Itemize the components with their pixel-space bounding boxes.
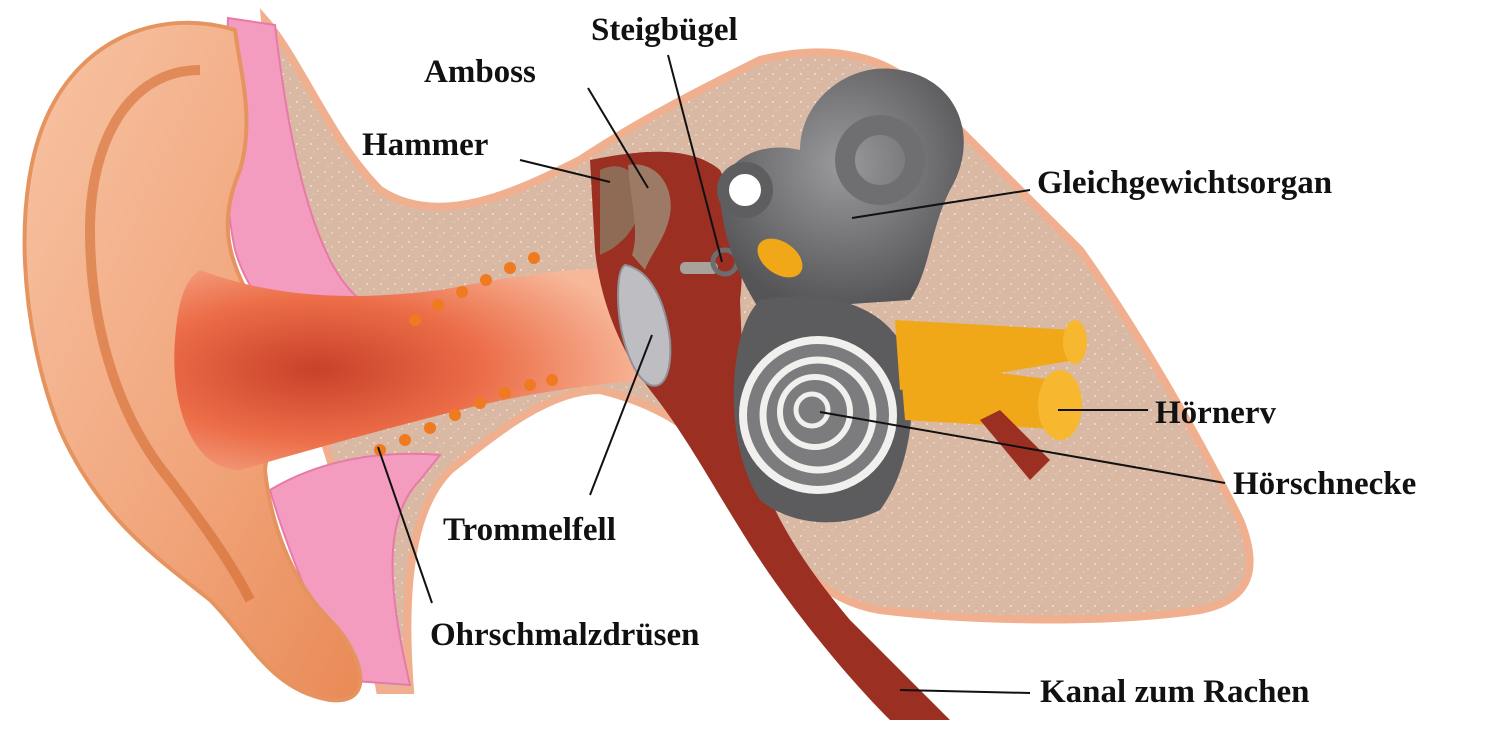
label-trommelfell: Trommelfell xyxy=(443,512,616,548)
cochlea xyxy=(734,297,912,523)
label-gleichgewichtsorgan: Gleichgewichtsorgan xyxy=(1037,165,1332,201)
label-hoernerv: Hörnerv xyxy=(1155,395,1276,431)
label-ohrschmalzdruesen: Ohrschmalzdrüsen xyxy=(430,617,700,653)
label-steigbuegel: Steigbügel xyxy=(591,12,738,48)
label-hoerschnecke: Hörschnecke xyxy=(1233,466,1416,502)
label-amboss: Amboss xyxy=(424,54,536,90)
label-hammer: Hammer xyxy=(362,127,488,163)
label-kanal-zum-rachen: Kanal zum Rachen xyxy=(1040,674,1310,710)
